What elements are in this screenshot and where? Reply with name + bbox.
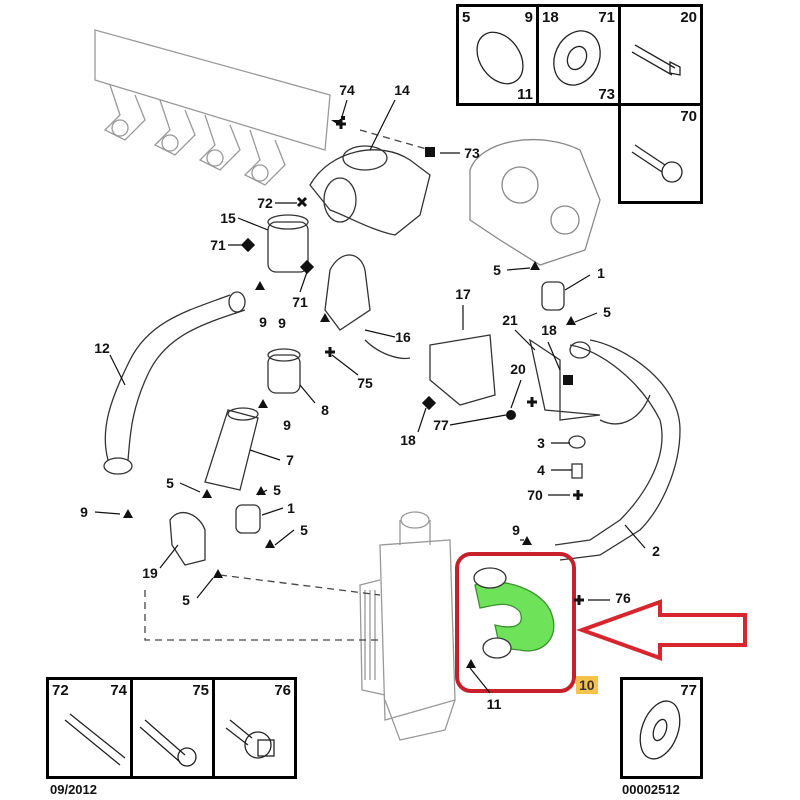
bracket-21 (529, 338, 601, 421)
diagram-date: 09/2012 (50, 782, 97, 797)
box-label: 9 (524, 9, 533, 26)
box-label: 74 (110, 682, 127, 699)
egr-valve (267, 214, 309, 273)
callout-label: 7 (286, 452, 294, 468)
box-label: 76 (274, 682, 291, 699)
hardware-box-stud-bolt: 20 (618, 4, 703, 106)
diagram-reference: 00002512 (622, 782, 680, 797)
box-label: 18 (542, 9, 559, 26)
air-pipe-16 (324, 254, 411, 360)
box-label: 20 (680, 9, 697, 26)
connector-19 (169, 511, 206, 566)
callout-label: 5 (166, 475, 174, 491)
hardware-icons (64, 30, 683, 767)
box-label: 5 (462, 9, 471, 26)
callout-label: 3 (537, 435, 545, 451)
callout-label: 71 (292, 294, 308, 310)
callout-label: 72 (257, 195, 273, 211)
callout-label: 11 (486, 696, 502, 712)
egr-elbow (309, 145, 431, 236)
hardware-box-bolt-washer: 76 (212, 677, 297, 779)
highlighted-part-number: 10 (576, 676, 598, 694)
callout-label: 18 (541, 322, 557, 338)
callout-label: 5 (273, 482, 281, 498)
callout-label: 5 (182, 592, 190, 608)
callout-label: 77 (433, 417, 449, 433)
hardware-box-stud: 72 74 (46, 677, 133, 779)
callout-label: 19 (142, 565, 158, 581)
callout-label: 5 (300, 522, 308, 538)
callout-label: 5 (493, 262, 501, 278)
callout-label: 16 (395, 329, 411, 345)
callout-label: 21 (502, 312, 518, 328)
callout-label: 9 (278, 315, 286, 331)
callout-label: 18 (400, 432, 416, 448)
symbol-markers (123, 116, 576, 668)
pipe-2 (554, 339, 681, 561)
cross-markers (296, 119, 584, 605)
hardware-box-hose-clamp: 5 9 11 (456, 4, 539, 106)
box-label: 70 (680, 108, 697, 125)
callout-label: 9 (259, 314, 267, 330)
callout-label: 74 (339, 82, 355, 98)
callout-label: 1 (287, 500, 295, 516)
grommet-3-bolt-4 (568, 435, 586, 479)
dash-leaders (144, 129, 431, 641)
callout-label: 9 (283, 417, 291, 433)
hardware-box-flange-bolt: 70 (618, 103, 703, 204)
box-label: 11 (517, 86, 533, 103)
turbocharger (469, 138, 601, 266)
red-pointer-arrow (576, 599, 747, 661)
callout-label: 5 (603, 304, 611, 320)
callout-label: 76 (615, 590, 631, 606)
box-label: 71 (598, 9, 615, 26)
callout-label: 71 (210, 237, 226, 253)
hardware-box-seal: 18 71 73 (536, 4, 621, 106)
bracket-17 (429, 334, 496, 406)
hardware-box-washer: 77 (620, 677, 703, 779)
callout-label: 8 (321, 402, 329, 418)
callout-label: 75 (357, 375, 373, 391)
callout-label: 73 (464, 145, 480, 161)
box-label: 75 (192, 682, 209, 699)
callout-label: 1 (597, 265, 605, 281)
callout-label: 2 (652, 543, 660, 559)
leader-lines (94, 99, 646, 694)
box-label: 77 (680, 682, 697, 699)
callout-label: 20 (510, 361, 526, 377)
hose-12 (103, 291, 246, 475)
callout-label: 15 (220, 210, 236, 226)
box-label: 73 (598, 86, 615, 103)
callout-label: 9 (80, 504, 88, 520)
sleeve-1 (235, 281, 565, 534)
intercooler (359, 511, 456, 741)
callout-label: 17 (455, 286, 471, 302)
callout-label: 12 (94, 340, 110, 356)
exhaust-manifold (94, 29, 331, 186)
highlighted-hose-10 (455, 552, 576, 693)
box-label: 72 (52, 682, 69, 699)
callout-label: 70 (527, 487, 543, 503)
sleeve-8 (267, 348, 301, 394)
callout-label: 14 (394, 82, 410, 98)
callout-label: 9 (512, 522, 520, 538)
hardware-box-socket-cap-screw: 75 (130, 677, 215, 779)
pipe-7 (204, 407, 259, 491)
callout-label: 4 (537, 462, 545, 478)
